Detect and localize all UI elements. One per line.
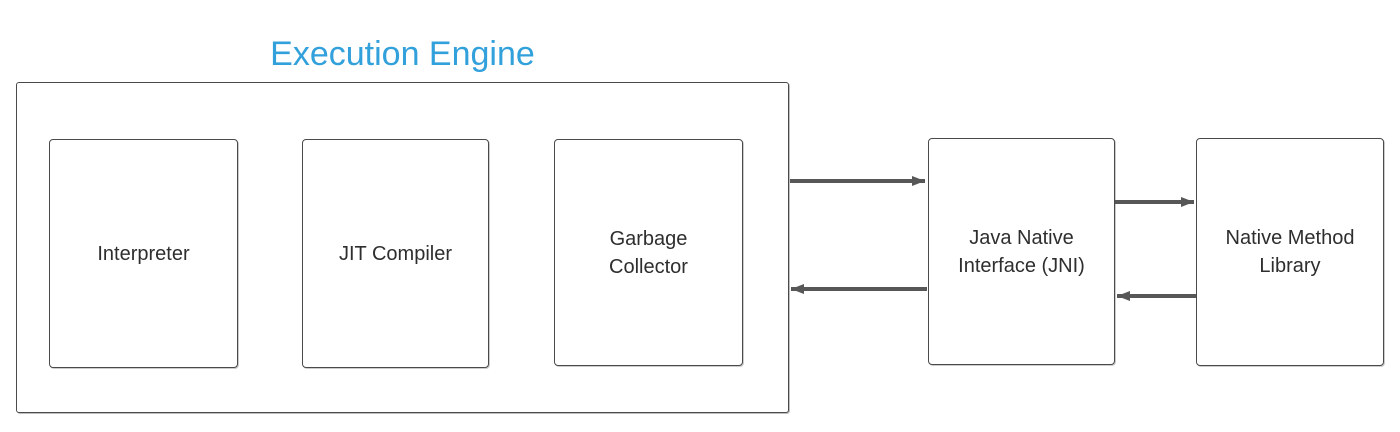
- garbage-collector-label: Garbage Collector: [609, 227, 688, 278]
- interpreter-label: Interpreter: [97, 242, 190, 265]
- jni-label: Java Native Interface (JNI): [958, 226, 1085, 277]
- jit-compiler-label: JIT Compiler: [339, 242, 452, 265]
- execution-engine-group-box: Interpreter JIT Compiler Garbage Collect…: [16, 82, 789, 413]
- native-method-library-label: Native Method Library: [1225, 227, 1355, 277]
- node-interpreter: Interpreter: [49, 139, 238, 368]
- node-garbage-collector: Garbage Collector: [554, 139, 743, 366]
- node-jit-compiler: JIT Compiler: [302, 139, 489, 368]
- execution-engine-title: Execution Engine: [270, 35, 535, 73]
- node-native-method-library: Native Method Library: [1196, 138, 1384, 366]
- node-java-native-interface: Java Native Interface (JNI): [928, 138, 1115, 365]
